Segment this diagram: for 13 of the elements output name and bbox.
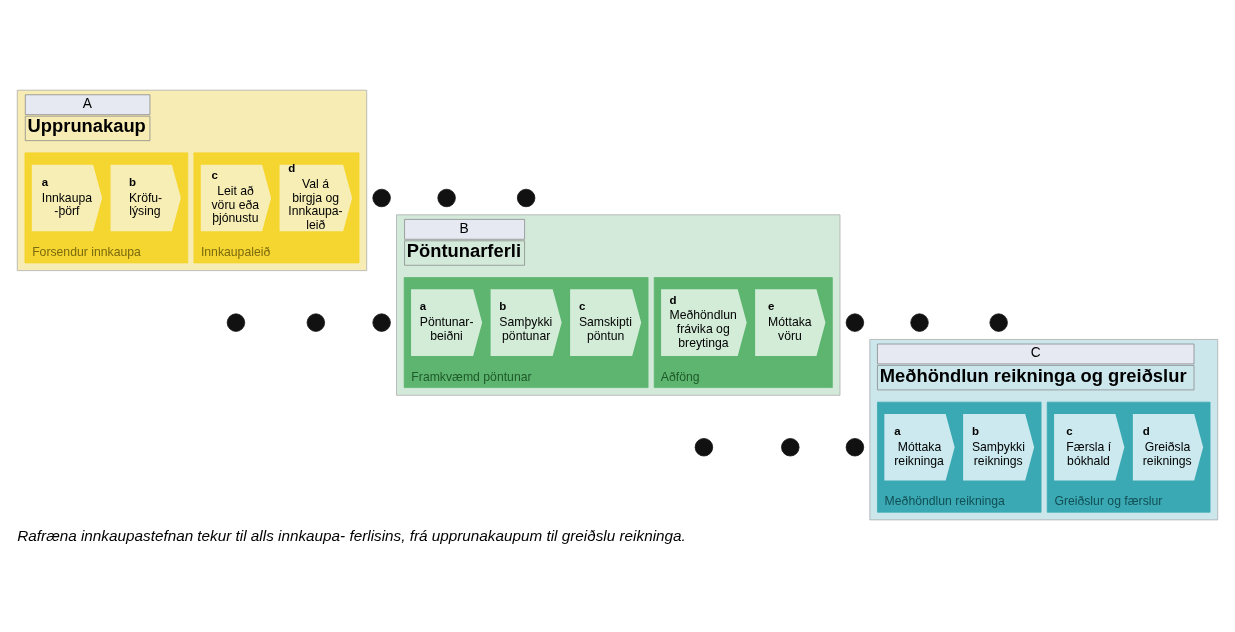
node-circle xyxy=(845,312,865,332)
node-circle xyxy=(845,437,865,456)
node-circle xyxy=(306,312,326,332)
node-circle xyxy=(372,188,391,207)
node-circle xyxy=(910,312,929,332)
node-circle xyxy=(781,437,800,456)
node-circle xyxy=(372,312,391,332)
node-circle xyxy=(226,312,246,332)
node-circle xyxy=(989,312,1008,332)
node-circle xyxy=(694,437,714,456)
caption: Rafræna innkaupastefnan tekur til alls innkaupa- ferlisins, frá upprunakaupum til greiðslu reikninga. xyxy=(17,526,686,544)
node-circle xyxy=(437,188,456,207)
node-circle xyxy=(516,188,536,207)
